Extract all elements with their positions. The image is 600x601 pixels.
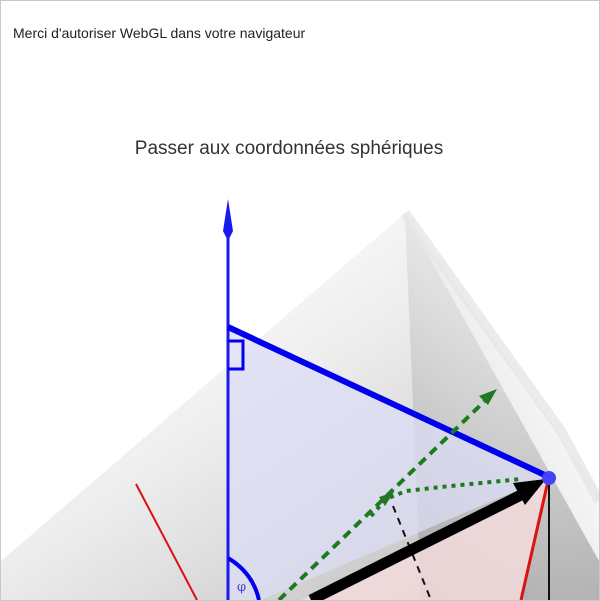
right-angle-marker <box>228 339 245 371</box>
triangle-top-edge <box>226 324 551 480</box>
z-axis <box>223 199 233 600</box>
green-arrowhead-mid <box>379 492 394 506</box>
scene-title: Passer aux coordonnées sphériques <box>135 138 443 159</box>
point-m[interactable] <box>542 471 556 485</box>
angle-symbol: φ <box>237 580 246 595</box>
position-vector-arrowhead <box>513 479 546 505</box>
position-vector <box>308 486 532 600</box>
projection-triangle-fill <box>228 326 548 600</box>
red-axis-left <box>135 483 198 600</box>
red-axis-right <box>519 480 550 600</box>
black-dashed-line <box>392 505 432 600</box>
angle-arc <box>226 556 261 600</box>
green-dashed-diagonal <box>277 391 495 600</box>
green-arrowhead-top <box>479 389 497 405</box>
webgl-notice: Merci d'autoriser WebGL dans votre navig… <box>13 25 306 41</box>
